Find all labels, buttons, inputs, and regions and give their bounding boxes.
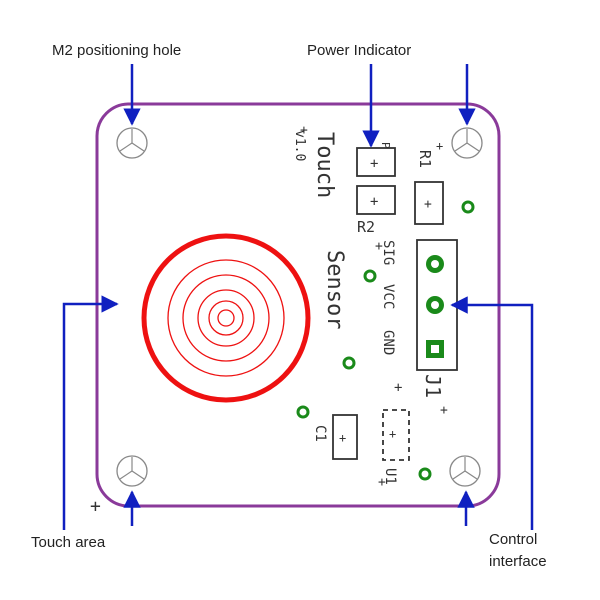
- u1-plus-label: +: [389, 427, 396, 441]
- u1-footprint: + U1: [382, 409, 410, 485]
- mounting-hole-icon: [449, 455, 481, 487]
- c1-label: C1: [312, 425, 328, 442]
- control-interface-callout-line1: Control: [489, 531, 537, 548]
- r1-mark: +: [436, 139, 443, 153]
- touch-area-callout: Touch area: [31, 534, 106, 551]
- u1-label: U1: [382, 468, 398, 485]
- j1-plus-mark: +: [394, 380, 402, 396]
- version-label: v1.0: [292, 130, 307, 161]
- plus-mark: +: [375, 239, 383, 254]
- plus-mark: +: [90, 496, 101, 517]
- plus-mark: +: [378, 475, 386, 490]
- r1-footprint: + R1 +: [414, 139, 444, 225]
- r2-footprint: + R2: [356, 185, 396, 236]
- r1-plus-label: +: [424, 197, 432, 212]
- power-led-footprint: + P: [356, 142, 396, 177]
- plus-mark: +: [440, 403, 448, 418]
- led-plus-label: +: [370, 156, 378, 172]
- mounting-hole-icon: [451, 127, 483, 159]
- board-title-line1: Touch: [312, 132, 337, 198]
- plus-mark: +: [300, 123, 308, 138]
- r2-label: R2: [357, 218, 375, 236]
- c1-plus-label: +: [339, 431, 346, 445]
- r2-plus-label: +: [370, 194, 378, 210]
- via-icon: [342, 356, 356, 370]
- control-interface-callout-line2: interface: [489, 553, 547, 570]
- callout-arrows: [62, 64, 534, 530]
- j1-label: J1: [421, 374, 445, 398]
- via-icon: [461, 200, 475, 214]
- via-icon: [418, 467, 432, 481]
- led-polarity-mark: P: [379, 142, 392, 149]
- touch-pad: [141, 233, 311, 403]
- sig-label: SIG: [380, 240, 396, 265]
- board-title-line2: Sensor: [322, 250, 347, 329]
- power-indicator-callout: Power Indicator: [307, 42, 411, 59]
- m2-hole-callout: M2 positioning hole: [52, 42, 181, 59]
- via-icon: [296, 405, 310, 419]
- c1-footprint: + C1: [312, 414, 358, 460]
- connector-j1: [416, 239, 458, 371]
- vcc-label: VCC: [380, 284, 396, 309]
- r1-label: R1: [416, 150, 434, 168]
- mounting-hole-icon: [116, 455, 148, 487]
- mounting-hole-icon: [116, 127, 148, 159]
- via-icon: [363, 269, 377, 283]
- gnd-label: GND: [380, 330, 396, 355]
